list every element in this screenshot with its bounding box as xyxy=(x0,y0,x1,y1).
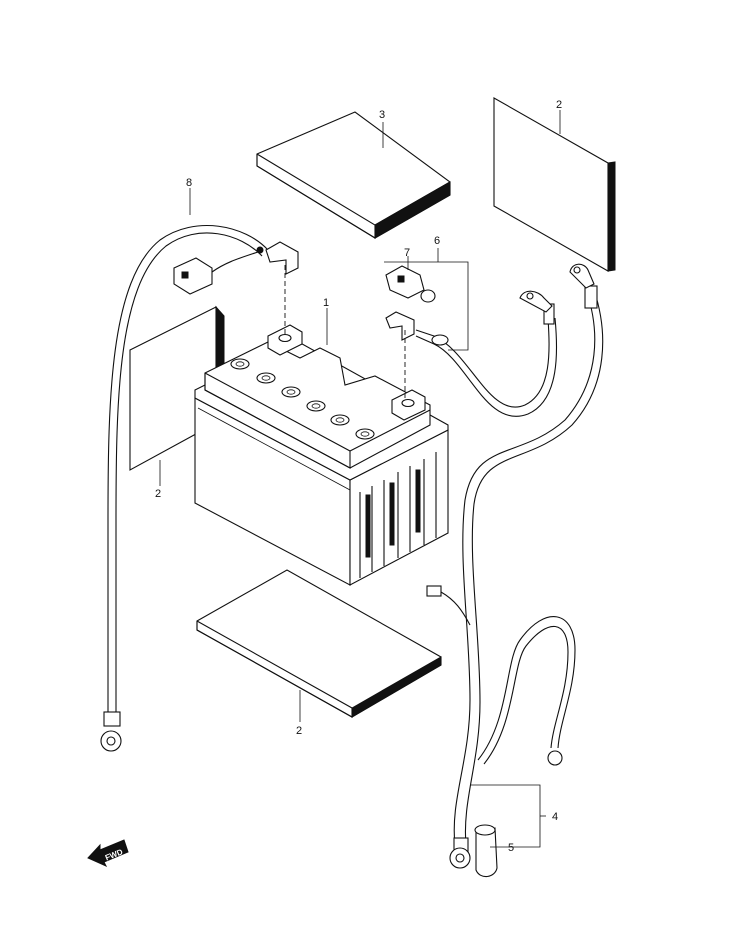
callout-2-right: 2 xyxy=(556,99,562,111)
callout-labels: 1 2 2 2 3 4 5 6 7 8 xyxy=(155,99,562,854)
callout-8: 8 xyxy=(186,177,192,189)
battery-cell-caps xyxy=(230,358,375,440)
terminal-boot-part-5[interactable] xyxy=(474,824,498,878)
callout-6: 6 xyxy=(434,235,440,247)
battery-terminal-negative xyxy=(267,324,303,356)
callout-5: 5 xyxy=(508,842,514,854)
alignment-lines xyxy=(284,265,406,398)
pad-part-2-right[interactable] xyxy=(493,97,616,272)
callout-2-left: 2 xyxy=(155,488,161,500)
battery-terminal-positive xyxy=(391,389,426,421)
callout-7: 7 xyxy=(404,247,410,259)
battery-ribs xyxy=(359,452,437,578)
callout-1: 1 xyxy=(323,297,329,309)
pad-part-3[interactable] xyxy=(256,111,451,239)
battery-part-1[interactable] xyxy=(194,324,449,586)
callout-4: 4 xyxy=(552,811,558,823)
callout-3: 3 xyxy=(379,109,385,121)
harness-part-4[interactable] xyxy=(426,263,604,869)
terminal-cover-part-7[interactable] xyxy=(385,265,436,303)
callout-2-bottom: 2 xyxy=(296,725,302,737)
fwd-arrow-icon: FWD xyxy=(87,839,129,868)
cable-part-8[interactable] xyxy=(100,224,299,752)
pad-part-2-bottom[interactable] xyxy=(196,569,442,718)
cable-part-6[interactable] xyxy=(385,290,558,417)
leader-lines xyxy=(159,110,561,848)
